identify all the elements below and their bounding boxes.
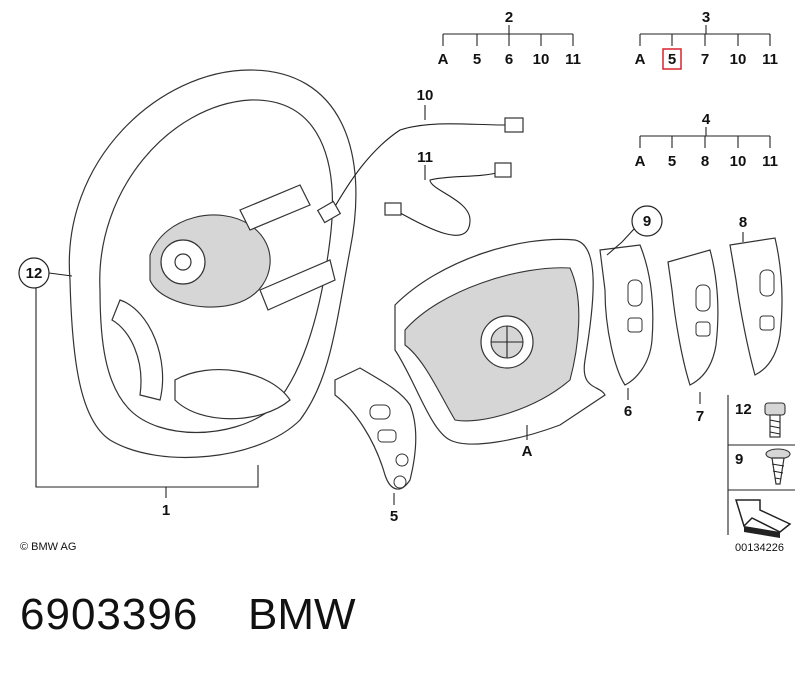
callout-12: 12 xyxy=(18,257,73,289)
torx-screw-icon xyxy=(764,402,786,438)
switch-6: 6 xyxy=(599,244,654,420)
svg-text:10: 10 xyxy=(417,87,434,104)
tree-3: 3A 5 7 10 11 xyxy=(635,9,778,70)
callout-9: 9 xyxy=(606,205,663,256)
svg-text:11: 11 xyxy=(417,149,433,166)
airbag-module: A xyxy=(394,238,606,460)
brand-name: BMW xyxy=(248,590,356,639)
svg-text:9: 9 xyxy=(735,451,743,468)
switch-5: 5 xyxy=(334,367,417,525)
svg-text:12: 12 xyxy=(735,401,752,418)
tree-child-label: A xyxy=(438,51,449,68)
tree-child-label: A xyxy=(635,51,646,68)
part-number: 6903396 xyxy=(20,590,199,639)
tree-child-label: 10 xyxy=(533,51,550,68)
steering-wheel xyxy=(68,69,357,459)
highlight-box xyxy=(662,48,682,70)
svg-text:8: 8 xyxy=(739,214,747,231)
tree-child-label: 11 xyxy=(762,153,778,170)
tree-child-label: 6 xyxy=(505,51,513,68)
tree-child-label: 8 xyxy=(701,153,709,170)
direction-arrow-icon xyxy=(734,499,792,538)
tree-child-label: 7 xyxy=(701,51,709,68)
tapping-screw-icon xyxy=(765,448,791,485)
tree-child-label: 11 xyxy=(565,51,581,68)
switch-7: 7 xyxy=(667,249,719,425)
tree-child-label: 5 xyxy=(668,51,676,68)
tree-head-label: 2 xyxy=(505,9,513,26)
bracket-1: 1 xyxy=(35,288,259,519)
svg-text:1: 1 xyxy=(162,502,170,519)
svg-text:5: 5 xyxy=(390,508,398,525)
tree-head-label: 3 xyxy=(702,9,710,26)
tree-2: 2A 5 6 10 11 xyxy=(438,9,581,68)
svg-text:9: 9 xyxy=(643,213,651,230)
tree-child-label: 5 xyxy=(473,51,481,68)
cable-11: 11 xyxy=(384,149,512,236)
switch-8: 8 xyxy=(729,214,783,376)
tree-child-label: 5 xyxy=(668,153,676,170)
tree-child-label: A xyxy=(635,153,646,170)
diagram-number: 00134226 xyxy=(735,542,784,554)
svg-text:6: 6 xyxy=(624,403,632,420)
svg-text:A: A xyxy=(522,443,533,460)
copyright-notice: © BMW AG xyxy=(20,541,77,553)
fastener-legend: 12 9 xyxy=(727,395,795,538)
tree-head-label: 4 xyxy=(702,111,711,128)
cable-10: 10 xyxy=(316,87,524,224)
svg-text:12: 12 xyxy=(26,265,43,282)
svg-text:7: 7 xyxy=(696,408,704,425)
tree-child-label: 10 xyxy=(730,51,747,68)
tree-child-label: 10 xyxy=(730,153,747,170)
tree-4: 4A 5 8 10 11 xyxy=(635,111,778,170)
tree-child-label: 11 xyxy=(762,51,778,68)
